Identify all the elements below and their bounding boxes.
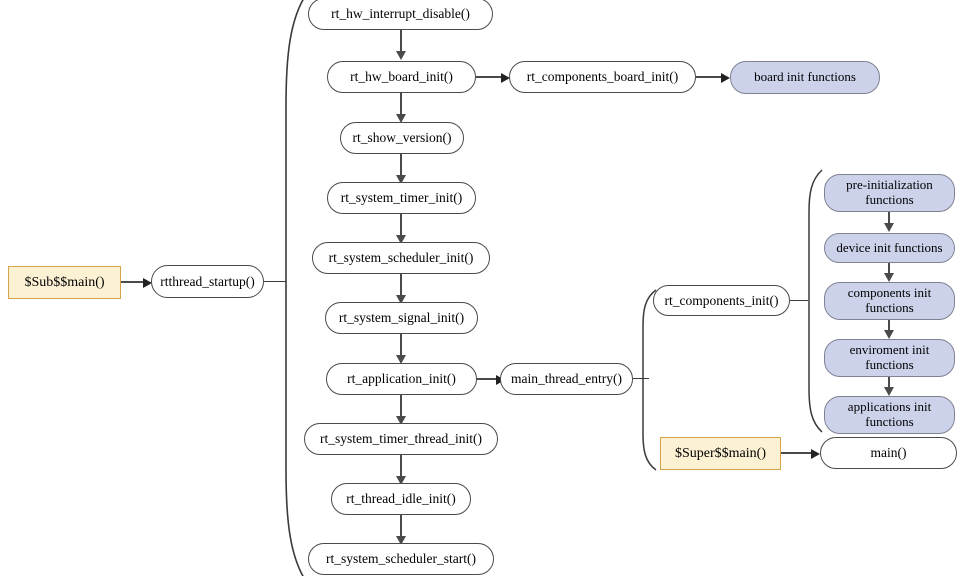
node-pre-initialization-functions[interactable]: pre-initialization functions [824, 174, 955, 212]
connector-components-2-3 [888, 320, 890, 333]
node-main-thread-entry[interactable]: main_thread_entry() [500, 363, 633, 395]
arrowhead-chain-2-3 [396, 175, 406, 184]
connector-application-init-to-main-thread-entry [477, 378, 499, 380]
connector-chain-1-2 [400, 93, 402, 115]
connector-board-init-to-components-board-init [476, 76, 504, 78]
node-rt-hw-board-init[interactable]: rt_hw_board_init() [327, 61, 476, 93]
node-main[interactable]: main() [820, 437, 957, 469]
connector-chain-8-9 [400, 515, 402, 537]
bracket-main-thread-entry [634, 288, 658, 472]
arrowhead-chain-1-2 [396, 114, 406, 123]
bracket-startup-chain [272, 0, 306, 576]
connector-chain-7-8 [400, 455, 402, 477]
connector-chain-5-6 [400, 334, 402, 356]
node-device-init-functions[interactable]: device init functions [824, 233, 955, 263]
connector-components-1-2 [888, 263, 890, 276]
node-board-init-functions[interactable]: board init functions [730, 61, 880, 94]
connector-sub-main-to-startup [121, 281, 145, 283]
connector-components-0-1 [888, 212, 890, 226]
node-components-init-functions[interactable]: components init functions [824, 282, 955, 320]
node-rt-show-version[interactable]: rt_show_version() [340, 122, 464, 154]
connector-chain-3-4 [400, 214, 402, 236]
node-rt-system-signal-init[interactable]: rt_system_signal_init() [325, 302, 478, 334]
arrowhead-components-0-1 [884, 223, 894, 232]
connector-components-init-to-bracket [790, 300, 808, 302]
node-rt-system-timer-init[interactable]: rt_system_timer_init() [327, 182, 476, 214]
connector-super-main-to-main [781, 452, 814, 454]
connector-components-board-init-to-board-init-functions [696, 76, 724, 78]
connector-chain-4-5 [400, 274, 402, 296]
arrowhead-chain-0-1 [396, 51, 406, 60]
arrowhead-components-board-init-to-board-init-functions [721, 72, 730, 83]
node-enviroment-init-functions[interactable]: enviroment init functions [824, 339, 955, 377]
arrowhead-sub-main-to-startup [143, 277, 152, 288]
connector-components-3-4 [888, 377, 890, 390]
arrowhead-chain-3-4 [396, 235, 406, 244]
connector-main-thread-entry-to-bracket [633, 378, 649, 380]
node-rt-components-init[interactable]: rt_components_init() [653, 285, 790, 316]
bracket-components-init [801, 168, 825, 434]
arrowhead-chain-8-9 [396, 536, 406, 545]
node-sub-main[interactable]: $Sub$$main() [8, 266, 121, 299]
arrowhead-board-init-to-components-board-init [501, 72, 510, 83]
connector-startup-to-bracket [264, 281, 286, 283]
node-rt-system-scheduler-init[interactable]: rt_system_scheduler_init() [312, 242, 490, 274]
arrowhead-chain-4-5 [396, 295, 406, 304]
connector-chain-0-1 [400, 30, 402, 52]
arrowhead-super-main-to-main [811, 448, 820, 459]
node-rt-thread-idle-init[interactable]: rt_thread_idle_init() [331, 483, 471, 515]
arrowhead-components-2-3 [884, 330, 894, 339]
arrowhead-components-1-2 [884, 273, 894, 282]
node-rt-system-scheduler-start[interactable]: rt_system_scheduler_start() [308, 543, 494, 575]
arrowhead-components-3-4 [884, 387, 894, 396]
arrowhead-chain-5-6 [396, 355, 406, 364]
node-rt-hw-interrupt-disable[interactable]: rt_hw_interrupt_disable() [308, 0, 493, 30]
connector-chain-2-3 [400, 154, 402, 176]
connector-chain-6-7 [400, 395, 402, 417]
node-rt-system-timer-thread-init[interactable]: rt_system_timer_thread_init() [304, 423, 498, 455]
arrowhead-chain-6-7 [396, 416, 406, 425]
node-rtthread-startup[interactable]: rtthread_startup() [151, 265, 264, 298]
node-applications-init-functions[interactable]: applications init functions [824, 396, 955, 434]
node-rt-components-board-init[interactable]: rt_components_board_init() [509, 61, 696, 93]
node-rt-application-init[interactable]: rt_application_init() [326, 363, 477, 395]
arrowhead-chain-7-8 [396, 476, 406, 485]
node-super-main[interactable]: $Super$$main() [660, 437, 781, 470]
